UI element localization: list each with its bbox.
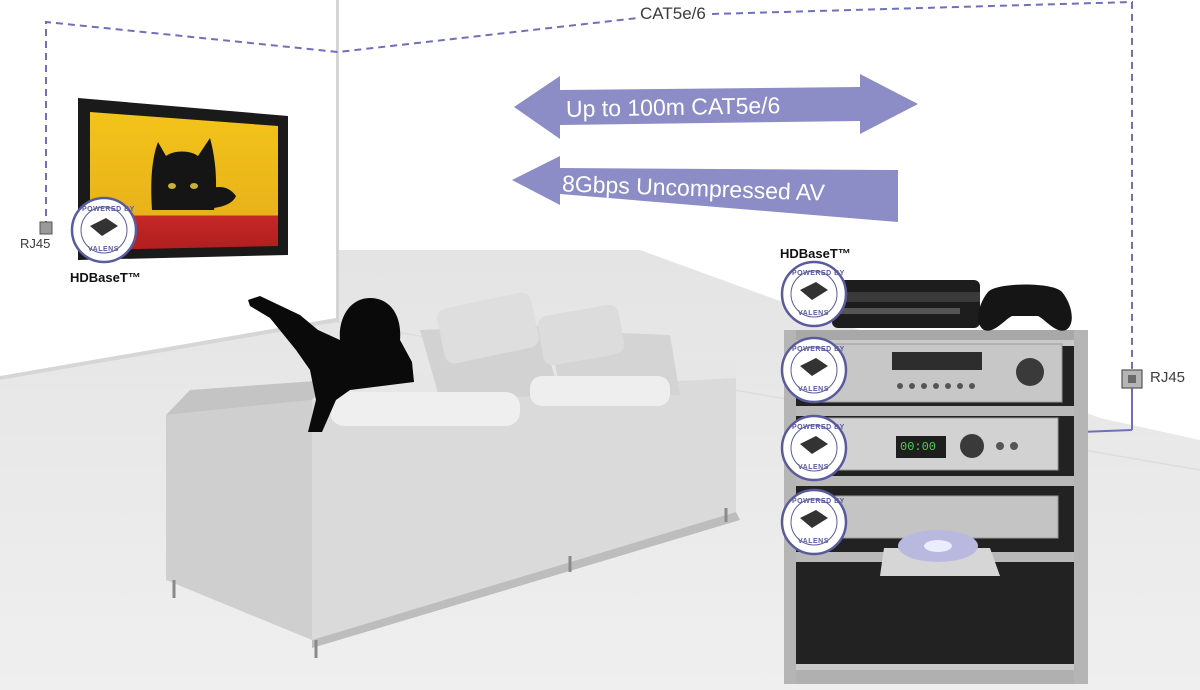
badge-top-text: POWERED BY (82, 206, 135, 213)
badge-bottom-text: VALENS (798, 538, 829, 545)
dvd-player (807, 417, 1059, 471)
badge-top-text: POWERED BY (792, 270, 845, 277)
hdbaset-label-tv: HDBaseT™ (70, 270, 141, 285)
cat-image (151, 138, 236, 210)
valens-badge (780, 414, 848, 482)
game-console (832, 280, 980, 328)
disc-player (807, 495, 1059, 576)
person-silhouette (248, 296, 414, 432)
valens-badge (780, 488, 848, 556)
badge-top-text: POWERED BY (792, 346, 845, 353)
sofa (166, 292, 740, 658)
hdbaset-label-rack: HDBaseT™ (780, 246, 851, 261)
cat5e-cable (45, 0, 1133, 372)
valens-badge (780, 260, 848, 328)
arrow-bidirectional (514, 74, 918, 139)
badge-top-text: POWERED BY (792, 424, 845, 431)
badge-bottom-text: VALENS (798, 464, 829, 471)
badge-top-text: POWERED BY (792, 498, 845, 505)
rj45-port-left (39, 221, 53, 235)
badge-bottom-text: VALENS (798, 310, 829, 317)
arrow-left (512, 156, 898, 222)
cushion (330, 392, 520, 426)
badge-bottom-text: VALENS (798, 386, 829, 393)
cushion (537, 304, 625, 366)
dvd-display-time: 00:00 (900, 440, 937, 454)
cushion (437, 292, 539, 364)
badge-bottom-text: VALENS (88, 246, 119, 253)
valens-badge (780, 336, 848, 404)
game-controller (978, 284, 1072, 331)
rj45-label-right: RJ45 (1150, 369, 1186, 386)
dvd-display (896, 436, 946, 458)
arrow-top-text: Up to 100m CAT5e/6 (565, 92, 781, 122)
rj45-label-left: RJ45 (20, 236, 51, 251)
av-receiver (807, 343, 1063, 403)
arrows (512, 74, 918, 222)
valens-badge (70, 196, 138, 264)
cushion (530, 376, 670, 406)
cable-label: CAT5e/6 (640, 4, 706, 23)
